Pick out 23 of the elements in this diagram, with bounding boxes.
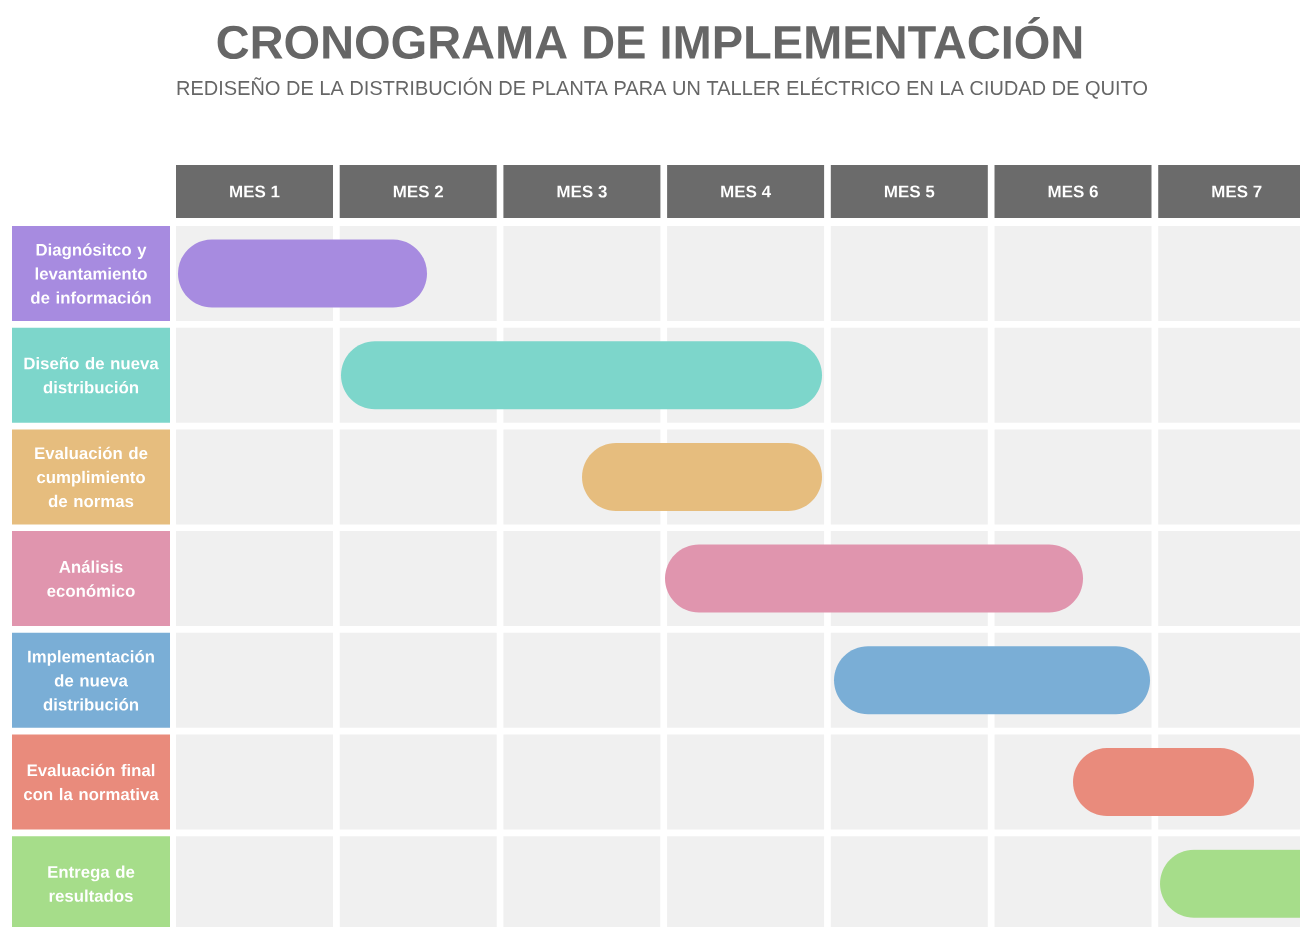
gantt-bar [341, 341, 822, 410]
task-label: Evaluación final con la normativa [12, 734, 170, 830]
column-header: MES 6 [994, 165, 1152, 218]
column-header: MES 3 [503, 165, 661, 218]
column-header: MES 1 [176, 165, 333, 218]
task-label: Entrega de resultados [12, 836, 170, 927]
gantt-bar [1073, 748, 1254, 816]
subtitle: REDISEÑO DE LA DISTRIBUCIÓN DE PLANTA PARA UN TALLER ELÉCTRICO EN LA CIUDAD DE QUITO [177, 77, 1148, 99]
gantt-bar [582, 442, 822, 511]
gantt-bar [834, 646, 1150, 715]
task-label: Diseño de nueva distribución [12, 327, 170, 423]
column-header: MES 5 [830, 165, 988, 218]
task-label: Análisis económico [12, 531, 170, 627]
gantt-bar [665, 544, 1083, 613]
column-header: MES 2 [339, 165, 497, 218]
task-label: Evaluación de cumplimiento de normas [12, 429, 170, 525]
column-header: MES 4 [667, 165, 825, 218]
gantt-bar [1160, 849, 1300, 918]
title: CRONOGRAMA DE IMPLEMENTACIÓN [217, 16, 1082, 60]
task-label: Diagnósitco y levantamiento de información [12, 226, 170, 321]
column-header: MES 7 [1158, 165, 1300, 218]
gantt-bar [178, 239, 427, 308]
task-label: Implementación de nueva distribución [12, 632, 170, 728]
